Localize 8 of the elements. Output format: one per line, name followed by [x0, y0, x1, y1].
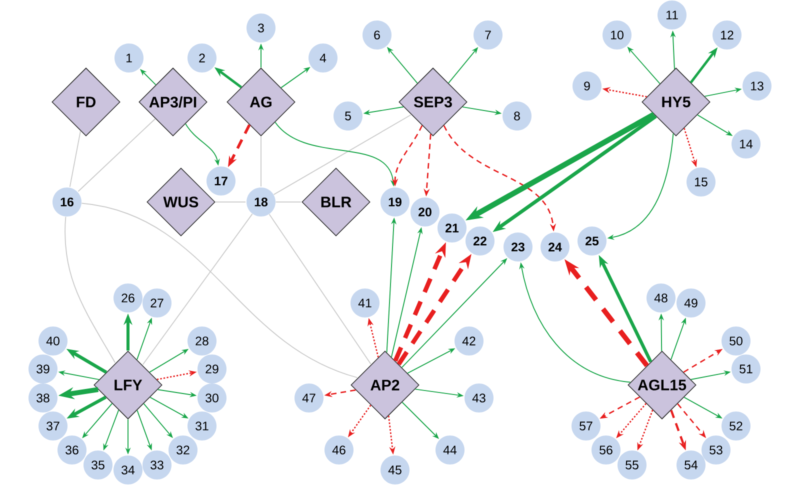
- connector-line: [273, 114, 412, 196]
- connector-line: [142, 213, 253, 365]
- connector-line: [268, 214, 372, 364]
- connector-line: [260, 136, 262, 187]
- connector-line: [78, 118, 156, 192]
- connector-line: [81, 202, 358, 378]
- connector-line: [64, 216, 116, 364]
- connector-line: [69, 130, 81, 188]
